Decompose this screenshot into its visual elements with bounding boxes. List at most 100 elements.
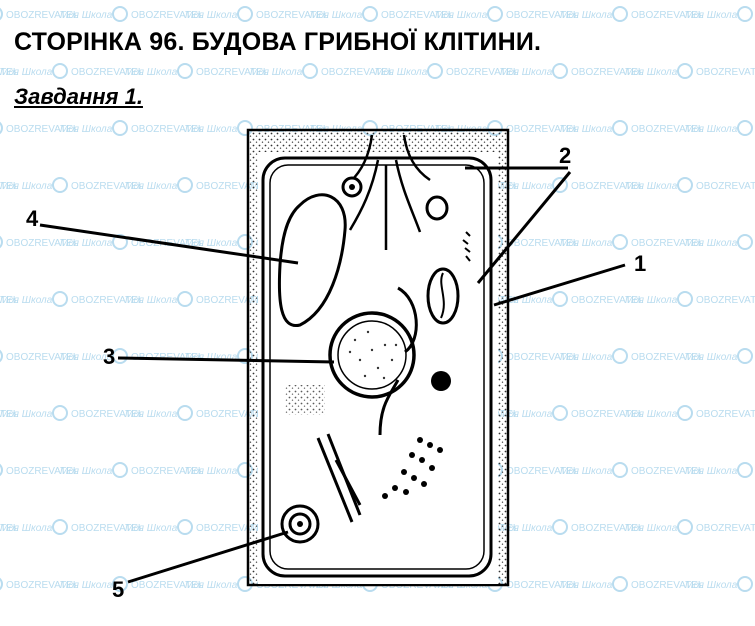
watermark-logo-icon bbox=[737, 462, 753, 478]
watermark-text: Моя Школа bbox=[185, 124, 238, 135]
ribosome-cluster bbox=[462, 231, 471, 262]
watermark-text: OBOZREVATEL bbox=[71, 67, 144, 78]
label-4: 4 bbox=[26, 206, 39, 231]
watermark-text: OBOZREVATEL bbox=[131, 580, 204, 591]
watermark-text: OBOZREVATEL bbox=[6, 124, 79, 135]
watermark-text: OBOZREVATEL bbox=[196, 295, 269, 306]
watermark-text: OBOZREVATEL bbox=[321, 67, 394, 78]
watermark-logo-icon bbox=[0, 235, 3, 249]
watermark-text: OBOZREVATEL bbox=[631, 580, 704, 591]
watermark-text: OBOZREVATEL bbox=[696, 409, 755, 420]
watermark-logo-icon bbox=[487, 6, 503, 22]
watermark-logo-icon bbox=[112, 576, 128, 592]
watermark-text: OBOZREVATEL bbox=[6, 238, 79, 249]
watermark-logo-icon bbox=[177, 177, 193, 193]
watermark-text: OBOZREVATEL bbox=[0, 295, 19, 306]
watermark-logo-icon bbox=[612, 234, 628, 250]
watermark-text: OBOZREVATEL bbox=[696, 181, 755, 192]
label-lines bbox=[39, 166, 626, 584]
watermark-logo-icon bbox=[612, 120, 628, 136]
watermark-logo-icon bbox=[427, 63, 443, 79]
watermark-text: Моя Школа bbox=[125, 523, 178, 534]
watermark-logo-icon bbox=[177, 291, 193, 307]
watermark-text: Моя Школа bbox=[60, 580, 113, 591]
watermark-logo-icon bbox=[237, 120, 253, 136]
watermark-text: Моя Школа bbox=[560, 124, 613, 135]
nucleus bbox=[328, 311, 416, 399]
watermark-text: OBOZREVATEL bbox=[381, 10, 454, 21]
watermark-logo-icon bbox=[612, 6, 628, 22]
watermark-text: Моя Школа bbox=[560, 466, 613, 477]
watermark-logo-icon bbox=[112, 120, 128, 136]
task-heading: Завдання 1. bbox=[14, 84, 143, 109]
watermark-text: Моя Школа bbox=[685, 466, 738, 477]
watermark-logo-icon bbox=[552, 291, 568, 307]
vacuole bbox=[277, 193, 347, 327]
watermark-text: OBOZREVATEL bbox=[506, 352, 579, 363]
watermark-text: OBOZREVATEL bbox=[631, 466, 704, 477]
golgi-apparatus bbox=[316, 433, 362, 523]
watermark-text: Моя Школа bbox=[625, 409, 678, 420]
watermark-text: Моя Школа bbox=[60, 124, 113, 135]
watermark-text: OBOZREVATEL bbox=[0, 523, 19, 534]
watermark-text: Моя Школа bbox=[125, 295, 178, 306]
watermark-logo-icon bbox=[112, 462, 128, 478]
watermark-text: OBOZREVATEL bbox=[696, 295, 755, 306]
watermark-text: OBOZREVATEL bbox=[571, 295, 644, 306]
watermark-logo-icon bbox=[302, 63, 318, 79]
watermark-logo-icon bbox=[677, 519, 693, 535]
watermark-logo-icon bbox=[177, 63, 193, 79]
watermark-text: Моя Школа bbox=[435, 10, 488, 21]
watermark-text: OBOZREVATEL bbox=[6, 352, 79, 363]
watermark-logo-icon bbox=[737, 120, 753, 136]
watermark-logo-icon bbox=[677, 291, 693, 307]
watermark-text: Моя Школа bbox=[500, 523, 553, 534]
watermark-logo-icon bbox=[0, 577, 3, 591]
watermark-text: OBOZREVATEL bbox=[131, 10, 204, 21]
watermark-logo-icon bbox=[737, 6, 753, 22]
cytoplasm-granules bbox=[285, 385, 325, 415]
watermark-text: Моя Школа bbox=[60, 352, 113, 363]
watermark-text: OBOZREVATEL bbox=[0, 67, 19, 78]
watermark-text: Моя Школа bbox=[60, 238, 113, 249]
small-vacuole bbox=[425, 195, 449, 221]
watermark-logo-icon bbox=[52, 291, 68, 307]
watermark-text: OBOZREVATEL bbox=[6, 466, 79, 477]
label-1: 1 bbox=[634, 251, 646, 276]
watermark-text: OBOZREVATEL bbox=[696, 523, 755, 534]
watermark-text: OBOZREVATEL bbox=[696, 67, 755, 78]
watermark-logo-icon bbox=[112, 234, 128, 250]
watermark-text: Моя Школа bbox=[685, 580, 738, 591]
watermark-text: Моя Школа bbox=[250, 67, 303, 78]
lipid-droplet bbox=[431, 371, 451, 391]
watermark-text: Моя Школа bbox=[560, 580, 613, 591]
mitochondrion bbox=[426, 267, 460, 325]
watermark-text: Моя Школа bbox=[625, 181, 678, 192]
watermark-text: OBOZREVATEL bbox=[631, 10, 704, 21]
watermark-text: OBOZREVATEL bbox=[71, 409, 144, 420]
watermark-text: OBOZREVATEL bbox=[6, 580, 79, 591]
watermark-text: Моя Школа bbox=[185, 238, 238, 249]
watermark-text: Моя Школа bbox=[625, 67, 678, 78]
watermark-text: Моя Школа bbox=[0, 409, 53, 420]
watermark-text: OBOZREVATEL bbox=[71, 295, 144, 306]
watermark-logo-icon bbox=[112, 348, 128, 364]
watermark-text: OBOZREVATEL bbox=[446, 67, 519, 78]
watermark-text: Моя Школа bbox=[685, 238, 738, 249]
watermark-text: Моя Школа bbox=[125, 181, 178, 192]
watermark-text: Моя Школа bbox=[60, 466, 113, 477]
watermark-logo-icon bbox=[552, 177, 568, 193]
watermark-text: Моя Школа bbox=[0, 67, 53, 78]
watermark-logo-icon bbox=[677, 63, 693, 79]
watermark-text: OBOZREVATEL bbox=[571, 67, 644, 78]
watermark-text: OBOZREVATEL bbox=[71, 523, 144, 534]
page-title: СТОРІНКА 96. БУДОВА ГРИБНОЇ КЛІТИНИ. bbox=[14, 28, 542, 56]
watermark-text: Моя Школа bbox=[185, 10, 238, 21]
label-5: 5 bbox=[112, 577, 124, 602]
watermark-logo-icon bbox=[177, 519, 193, 535]
watermark-text: OBOZREVATEL bbox=[571, 409, 644, 420]
watermark-text: OBOZREVATEL bbox=[571, 523, 644, 534]
watermark-text: OBOZREVATEL bbox=[71, 181, 144, 192]
watermark-text: Моя Школа bbox=[500, 409, 553, 420]
